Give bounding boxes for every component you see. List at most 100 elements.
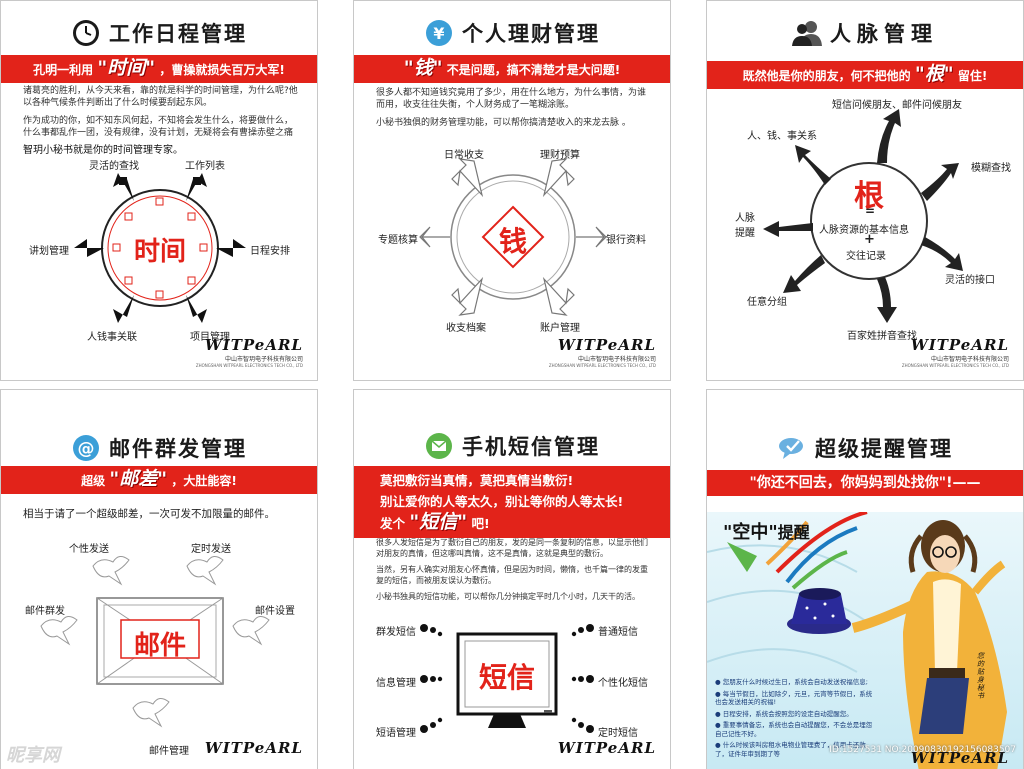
signature: 您的贴身秘书 [977, 652, 984, 700]
panel-header: 工作日程管理 [1, 13, 317, 53]
contacts-diagram [763, 109, 963, 323]
sms-diagram [420, 624, 594, 733]
panel-header: @ 邮件群发管理 [1, 428, 317, 468]
slogan-banner: 既然他是你的朋友，何不把他的 "根" 留住! [707, 61, 1023, 89]
center-word: 时间 [133, 237, 186, 267]
diagram-label: 专题核算 [378, 235, 418, 246]
email-diagram [40, 556, 270, 728]
people-icon [792, 21, 822, 46]
panel-contacts: 人脉管理 既然他是你的朋友，何不把他的 "根" 留住! 根 = 人脉资源的基本信… [706, 0, 1024, 381]
diagram-label: 邮件管理 [149, 746, 189, 757]
banner-text: 孔明一利用 [33, 63, 94, 77]
envelope-icon [426, 433, 452, 459]
diagram-label: 任意分组 [747, 297, 787, 308]
clock-icon [73, 20, 99, 46]
panel-header: 人脉管理 [707, 13, 1023, 53]
diagram-label: 账户管理 [540, 323, 580, 334]
brand-logo: WITPeARL [557, 739, 656, 757]
banner-keyword: "钱" [403, 57, 443, 79]
panel-title: 人脉管理 [830, 22, 938, 46]
tagline: 智玥小秘书就是你的时间管理专家。 [23, 145, 183, 156]
diagram-label: 人脉提醒 [735, 213, 755, 239]
center-line: 交往记录 [846, 251, 886, 262]
slogan-banner: 莫把敷衍当真情，莫把真情当敷衍! 别让爱你的人等太久，别让等你的人等太长! 发个… [354, 466, 670, 538]
diagram-label: 理财预算 [540, 150, 580, 161]
diagram-label: 定时发送 [191, 544, 231, 555]
center-word: 根 [854, 179, 884, 214]
panel-email: @ 邮件群发管理 超级 "邮差" ，大肚能容! 相当于请了一个超级邮差，一次可发… [0, 389, 318, 769]
magician-illustration [707, 510, 1007, 769]
paragraph: 很多人发短信是为了敷衍自己的朋友，发的是同一条复制的信息，以显示他们对朋友的真情… [376, 538, 648, 558]
list-item: ● 您朋友什么时候过生日，系统会自动发送祝福信息; [715, 678, 868, 686]
panel-finance: ¥ 个人理财管理 "钱" 不是问题，搞不清楚才是大问题! 很多人都不知道钱究竟用… [353, 0, 671, 381]
diagram-label: 个性发送 [69, 544, 109, 555]
chat-bubble-icon [779, 438, 803, 459]
diagram-label: 项目管理 [190, 332, 230, 343]
diagram-label: 日常收支 [444, 150, 484, 161]
banner-keyword: "邮差" [109, 468, 168, 490]
banner-text: 留住! [957, 69, 988, 83]
diagram-label: 日程安排 [250, 246, 290, 257]
panel-reminder: 超级提醒管理 "你还不回去，你妈妈到处找你"!—— [706, 389, 1024, 769]
panel-title: 工作日程管理 [109, 22, 247, 46]
diagram-label: 定时短信 [598, 728, 638, 739]
brand-logo: WITPeARL 中山市智玥电子科技有限公司 ZHONGSHAN WITPEAR… [195, 336, 303, 368]
panel-schedule: 工作日程管理 孔明一利用 "时间" ，曹操就损失百万大军! 诸葛亮的胜利，从今天… [0, 0, 318, 381]
diagram-label: 人、钱、事关系 [747, 131, 817, 142]
equals-sign: = [865, 204, 876, 218]
diagram-label: 百家姓拼音查找 [847, 331, 917, 342]
money-diagram [419, 158, 607, 316]
paragraph: 诸葛亮的胜利，从今天来看，靠的就是科学的时间管理，为什么呢?他以各种气候条件判断… [23, 86, 298, 108]
air-reminder-heading: "空中"提醒 [723, 522, 810, 543]
slogan-banner: 孔明一利用 "时间" ，曹操就损失百万大军! [1, 55, 317, 83]
paragraph: 作为成功的你，如不知东风何起，不知将会发生什么，将要做什么，什么事都乱作一团，没… [23, 116, 294, 138]
brand-logo: WITPeARL 中山市智玥电子科技有限公司 ZHONGSHAN WITPEAR… [548, 336, 656, 368]
banner-line: 发个 "短信" 吧! [380, 511, 490, 533]
center-word: 短信 [478, 661, 535, 694]
at-sign-icon: @ [73, 435, 99, 461]
diagram-label: 短语管理 [376, 728, 416, 739]
reminder-list: ● 您朋友什么时候过生日，系统会自动发送祝福信息; ● 每当节假日，比如除夕，元… [715, 678, 873, 761]
paragraph: 小秘书独俱的财务管理功能，可以帮你搞清楚收入的来龙去脉 。 [376, 118, 631, 128]
banner-text: 既然他是你的朋友，何不把他的 [742, 69, 911, 83]
diagram-label: 工作列表 [185, 161, 225, 172]
slogan-banner: "钱" 不是问题，搞不清楚才是大问题! [354, 55, 670, 83]
panel-title: 个人理财管理 [462, 22, 600, 46]
diagram-label: 邮件群发 [25, 606, 65, 617]
banner-text: 超级 [81, 474, 106, 488]
panel-title: 超级提醒管理 [815, 437, 953, 461]
diagram-label: 模糊查找 [971, 163, 1011, 174]
paragraph: 小秘书独具的短信功能，可以帮你几分钟搞定平时几个小时，几天干的活。 [376, 592, 640, 601]
list-item: ● 什么时候该叫房租水电物业管理费了，信用卡还款了，证件年审到期了等 [715, 741, 866, 758]
slogan-banner: "你还不回去，你妈妈到处找你"!—— [707, 470, 1023, 496]
diagram-label: 个性化短信 [598, 678, 648, 689]
time-diagram [74, 173, 246, 323]
site-watermark: 昵享网 [6, 745, 60, 766]
description: 诸葛亮的胜利，从今天来看，靠的就是科学的时间管理，为什么呢?他以各种气候条件判断… [23, 85, 299, 163]
image-id-watermark: ID:1527531 NO:20090830192156083507 [829, 745, 1016, 755]
paragraph: 当然，另有人确实对朋友心怀真情，但是因为时间，懒惰，也千篇一律的发重复的短信，而… [376, 565, 648, 585]
brand-logo: WITPeARL [204, 739, 303, 757]
banner-keyword: "短信" [409, 511, 468, 533]
banner-text: 不是问题，搞不清楚才是大问题! [446, 63, 621, 77]
diagram-label: 收支档案 [446, 323, 486, 334]
paragraph: 很多人都不知道钱究竟用了多少，用在什么地方，为什么事情，为谁而用，收支往往失衡，… [376, 88, 647, 110]
banner-keyword: "根" [914, 63, 954, 85]
panel-title: 手机短信管理 [462, 435, 600, 459]
center-word: 钱 [498, 225, 527, 258]
center-word: 邮件 [133, 631, 186, 661]
panel-header: 手机短信管理 [354, 426, 670, 466]
brand-logo: WITPeARL [910, 749, 1009, 767]
svg-text:¥: ¥ [433, 24, 444, 43]
diagram-label: 普通短信 [598, 627, 638, 638]
reminder-illustration [707, 510, 1023, 769]
banner-line: 莫把敷衍当真情，莫把真情当敷衍! [380, 473, 574, 488]
center-line: 人脉资源的基本信息 [819, 225, 909, 236]
panel-header: ¥ 个人理财管理 [354, 13, 670, 53]
description: 很多人都不知道钱究竟用了多少，用在什么地方，为什么事情，为谁而用，收支往往失衡，… [376, 87, 652, 135]
diagram-label: 短信问候朋友、邮件问候朋友 [832, 100, 962, 111]
panel-sms: 手机短信管理 莫把敷衍当真情，莫把真情当敷衍! 别让爱你的人等太久，别让等你的人… [353, 389, 671, 769]
diagram-label: 灵活的查找 [89, 161, 139, 172]
slogan-banner: 超级 "邮差" ，大肚能容! [1, 466, 317, 494]
svg-text:@: @ [78, 439, 95, 459]
